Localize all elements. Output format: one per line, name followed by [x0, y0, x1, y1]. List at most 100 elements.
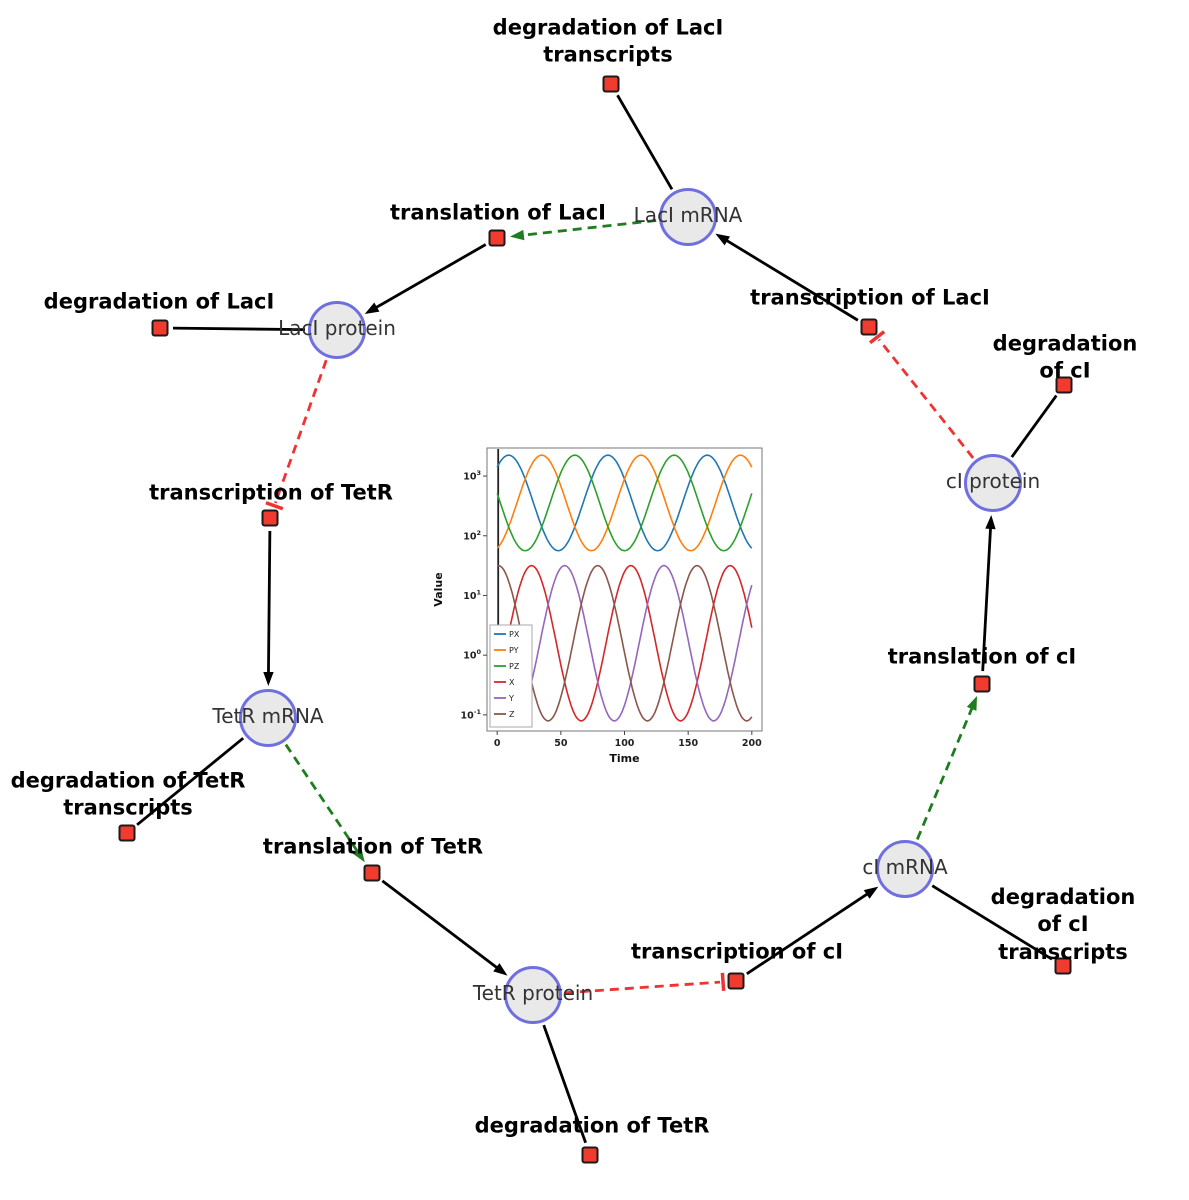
y-tick-label: 103 [463, 469, 481, 483]
edge-tetr-mrna-to-deg-tetr-tx [136, 737, 245, 826]
reaction-label-deg-ci-tx: degradation of cI transcripts [990, 885, 1136, 964]
y-tick-label: 102 [463, 529, 481, 543]
reaction-label-transl-laci: translation of LacI [390, 200, 606, 225]
edge-laci-mrna-to-deg-laci-tx [616, 94, 674, 191]
legend-label-Z: Z [509, 710, 515, 719]
arrowhead [966, 696, 978, 711]
reaction-node-deg-ci [1055, 376, 1073, 394]
edge-transcr-laci-to-laci-mrna [715, 233, 859, 322]
arrowhead [352, 847, 365, 863]
y-tick-label: 101 [463, 588, 481, 602]
inhibition-edge-line [564, 980, 721, 995]
production-edge-line [381, 879, 501, 971]
species-label-tetr-protein: TetR protein [472, 981, 594, 1005]
species-node-tetr-protein [504, 966, 562, 1024]
legend-label-Y: Y [508, 694, 514, 703]
reaction-node-deg-laci-tx [602, 75, 620, 93]
modifier-edge-line [519, 219, 657, 237]
consumption-edge-line [136, 737, 245, 826]
x-tick-label: 0 [494, 738, 501, 749]
consumption-edge-line [172, 326, 306, 332]
reaction-label-transl-ci: translation of cI [887, 644, 1077, 669]
edge-transcr-ci-to-ci-mrna [746, 886, 879, 975]
production-edge-line [746, 891, 871, 975]
reaction-label-transl-tetr: translation of TetR [262, 834, 484, 859]
consumption-edge-line [931, 884, 1053, 961]
edge-laci-mrna-to-transl-laci [509, 219, 657, 241]
legend-label-PX: PX [509, 630, 520, 639]
x-tick-label: 200 [742, 738, 762, 749]
species-node-ci-protein [964, 454, 1022, 512]
species-node-laci-mrna [659, 188, 717, 246]
series-curve-PY [496, 454, 753, 552]
edge-ci-mrna-to-deg-ci-tx [931, 884, 1053, 961]
reaction-label-transcr-ci: transcription of cI [630, 939, 844, 964]
reaction-node-transcr-laci [860, 318, 878, 336]
y-tick-label: 10-1 [461, 708, 482, 722]
inhibition-edge-line [877, 338, 975, 459]
edge-laci-protein-to-transcr-tetr [265, 359, 328, 511]
reaction-label-deg-ci: degradation of cI [992, 331, 1138, 383]
consumption-edge-line [616, 94, 674, 191]
inhibition-edge-line [274, 359, 328, 504]
modifier-edge-line [916, 704, 975, 840]
inhibition-tee [265, 501, 284, 511]
arrowhead [715, 233, 731, 246]
species-node-tetr-mrna [239, 689, 297, 747]
edge-tetr-protein-to-deg-tetr [542, 1024, 587, 1144]
x-tick-label: 150 [678, 738, 698, 749]
reaction-label-transcr-laci: transcription of LacI [750, 285, 990, 310]
edge-ci-protein-to-transcr-laci [868, 330, 975, 459]
production-edge-line [267, 530, 272, 677]
production-edge-line [723, 237, 859, 322]
consumption-edge-line [1010, 394, 1058, 458]
y-tick-label: 100 [463, 648, 481, 662]
arrowhead [364, 302, 380, 315]
edge-transcr-tetr-to-tetr-mrna [263, 530, 274, 687]
y-axis-label: Value [432, 572, 445, 606]
arrowhead [263, 671, 274, 687]
reaction-node-deg-tetr-tx [118, 824, 136, 842]
legend-label-X: X [509, 678, 515, 687]
edge-transl-laci-to-laci-protein [364, 243, 487, 315]
edge-ci-mrna-to-transl-ci [916, 696, 978, 840]
species-node-laci-protein [308, 301, 366, 359]
species-label-ci-protein: cI protein [945, 469, 1041, 493]
series-curve-PZ [496, 454, 753, 552]
legend-box [489, 624, 533, 728]
edge-tetr-mrna-to-transl-tetr [284, 743, 365, 863]
series-curve-Z [497, 564, 753, 722]
production-edge-line [372, 243, 487, 311]
x-tick-label: 50 [554, 738, 568, 749]
arrowhead [863, 886, 879, 899]
x-axis-label: Time [609, 752, 639, 765]
inhibition-tee [720, 972, 726, 991]
reaction-node-transl-ci [973, 675, 991, 693]
reaction-node-deg-tetr [581, 1146, 599, 1164]
species-node-ci-mrna [876, 840, 934, 898]
legend-label-PY: PY [509, 646, 519, 655]
reaction-node-deg-laci [151, 319, 169, 337]
modifier-edge-line [284, 743, 361, 855]
reaction-label-deg-laci-tx: degradation of LacI transcripts [492, 15, 724, 67]
reaction-node-transl-laci [488, 229, 506, 247]
edge-transl-ci-to-ci-protein [981, 514, 996, 672]
reaction-node-transcr-tetr [261, 509, 279, 527]
inhibition-tee [868, 330, 886, 345]
legend-label-PZ: PZ [509, 662, 520, 671]
species-label-laci-mrna: LacI mRNA [633, 203, 743, 227]
edge-ci-protein-to-deg-ci [1010, 394, 1058, 458]
arrowhead [985, 514, 996, 530]
reaction-label-deg-laci: degradation of LacI [43, 289, 275, 314]
series-curve-PX [496, 454, 753, 552]
edge-laci-protein-to-deg-laci [172, 326, 306, 332]
series-curve-X [496, 564, 753, 722]
x-tick-label: 100 [615, 738, 635, 749]
reaction-label-deg-tetr: degradation of TetR [474, 1113, 710, 1138]
arrowhead [509, 229, 525, 241]
